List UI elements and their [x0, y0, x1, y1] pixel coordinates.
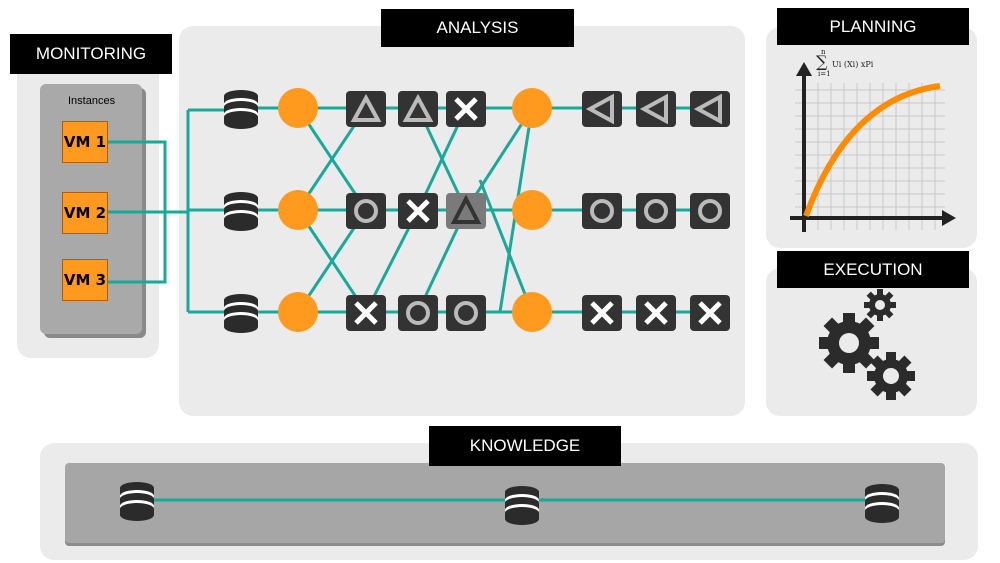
tile-circle-icon	[446, 295, 486, 331]
tile-triangle-icon	[398, 91, 438, 127]
monitoring-label: MONITORING	[10, 34, 172, 74]
tile-triangle-icon	[346, 91, 386, 127]
tile-cross-icon	[398, 193, 438, 229]
vm-1: VM 1	[62, 121, 108, 163]
tile-circle-icon	[636, 193, 676, 229]
instances-title: Instances	[68, 95, 116, 107]
knowledge-label: KNOWLEDGE	[429, 426, 621, 466]
tile-cross-icon	[690, 295, 730, 331]
tile-circle-icon	[582, 193, 622, 229]
monitoring-links	[108, 108, 224, 314]
vm-3: VM 3	[62, 259, 108, 301]
database-icon	[224, 192, 258, 231]
gears-icon	[819, 289, 915, 400]
analysis-label: ANALYSIS	[381, 9, 574, 47]
tile-circle-icon	[346, 193, 386, 229]
tile-cross-icon	[636, 295, 676, 331]
tile-circle-icon	[690, 193, 730, 229]
tile-cross-icon	[582, 295, 622, 331]
tile-cross-icon	[346, 295, 386, 331]
database-icon	[224, 90, 258, 129]
vm-2: VM 2	[62, 192, 108, 234]
planning-panel	[766, 27, 977, 248]
sum-lower: i=1	[818, 70, 831, 78]
tile-triangle-left-icon	[690, 91, 730, 127]
sum-upper: n	[821, 48, 826, 56]
tile-cross-icon	[446, 91, 486, 127]
tile-circle-icon	[398, 295, 438, 331]
database-icon	[505, 486, 539, 525]
execution-label: EXECUTION	[777, 251, 969, 288]
tile-triangle-left-icon	[636, 91, 676, 127]
tile-triangle-left-icon	[582, 91, 622, 127]
tile-triangle-icon	[446, 193, 486, 229]
sigma-symbol: ∑	[816, 52, 828, 71]
database-icon	[120, 482, 154, 521]
database-icon	[865, 484, 899, 523]
planning-label: PLANNING	[777, 8, 969, 45]
database-icon	[224, 294, 258, 333]
analysis-nodes	[278, 88, 552, 332]
utility-chart	[790, 62, 956, 232]
formula-text: Ui (Xi) xPi	[832, 60, 874, 69]
